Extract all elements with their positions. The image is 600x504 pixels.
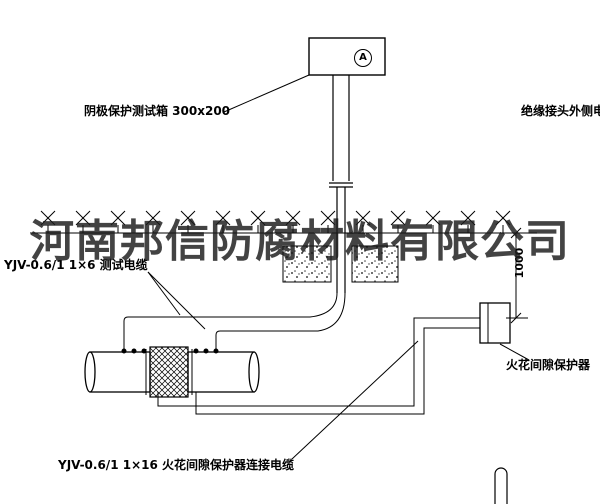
outer-cable-label: 绝缘接头外侧电缆 (521, 104, 600, 118)
conduit-riser (329, 75, 353, 293)
test-cable-label: YJV-0.6/1 1×6 测试电缆 (4, 258, 148, 272)
test-box-label: 阴极保护测试箱 300x200 (84, 104, 231, 118)
ammeter-symbol: A (354, 49, 372, 67)
spark-gap-protector (479, 302, 511, 344)
test-box-leader-line (223, 74, 310, 113)
protector-leader-line (499, 343, 530, 361)
weld-bolt-dots (121, 348, 219, 354)
company-watermark: 河南邦信防腐材料有限公司 (30, 216, 570, 267)
pipeline (84, 351, 260, 393)
test-cable-leader-lines (147, 271, 206, 330)
protector-cable-leader-line (291, 340, 419, 460)
test-box (308, 37, 386, 76)
spark-gap-protector-label: 火花间隙保护器 (506, 358, 591, 372)
test-cables (123, 292, 346, 351)
concrete-blocks (282, 245, 399, 283)
protector-cable-label: YJV-0.6/1 1×16 火花间隙保护器连接电缆 (58, 458, 294, 472)
flange-lines (145, 349, 193, 395)
riser-stub-symbol (494, 467, 508, 504)
insulating-joint (149, 346, 189, 398)
protector-cables (157, 317, 480, 415)
dimension-line (506, 227, 528, 324)
